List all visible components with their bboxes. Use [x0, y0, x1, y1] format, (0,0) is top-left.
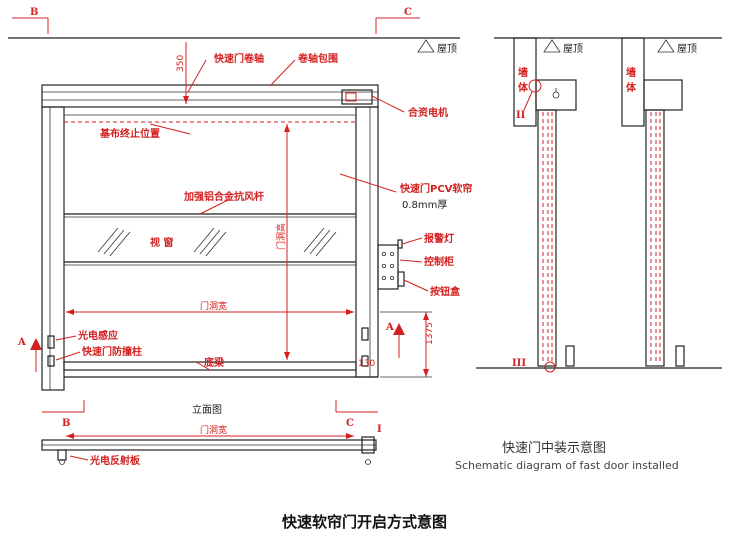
ceiling-triangle-icon — [417, 39, 435, 53]
label-bumper: 快速门防撞柱 — [81, 345, 142, 358]
section-roman2: II — [516, 110, 526, 121]
elevation-caption: 立面图 — [192, 403, 222, 416]
wall-label-2a: 墙 — [626, 66, 636, 79]
footer-title: 快速软帘门开启方式意图 — [281, 513, 447, 531]
label-wind-bar: 加强铝合金抗风杆 — [183, 190, 264, 203]
label-button-box: 按钮盒 — [430, 285, 461, 298]
door-height-text: 门洞高 — [275, 223, 287, 250]
sensor-box — [47, 335, 55, 349]
guide-rail-1 — [537, 109, 557, 367]
dim-130: 130 — [358, 359, 375, 369]
ceiling-triangle-icon-1 — [543, 39, 561, 53]
wall-left-2 — [621, 37, 645, 127]
panel-title-cn: 快速门中装示意图 — [502, 441, 607, 456]
section-3-circle — [544, 361, 556, 373]
panel-title-en: Schematic diagram of fast door installed — [455, 459, 679, 472]
right-column — [355, 106, 379, 378]
section-a-right: A — [385, 322, 394, 333]
label-window: 视 窗 — [150, 236, 173, 249]
label-axis-cover: 卷轴包围 — [297, 52, 338, 65]
label-alarm-light: 报警灯 — [424, 232, 454, 245]
ceiling-label-2: 屋顶 — [677, 43, 697, 55]
label-sensor: 光电感应 — [77, 329, 118, 342]
wall-label-2b: 体 — [626, 81, 637, 94]
front-elevation: B C 屋顶 — [8, 7, 472, 467]
section-2-circle — [528, 79, 542, 93]
dim-1375: 1375 — [425, 322, 435, 345]
section-c-bottom: C — [346, 418, 354, 429]
label-curtain: 快速门PCV软帘 — [399, 182, 472, 195]
section-b-top: B — [30, 7, 38, 18]
section-roman3: III — [512, 358, 526, 369]
wall-label-1a: 墙 — [518, 66, 528, 79]
ceiling-triangle-icon-2 — [657, 39, 675, 53]
ceiling-label-front: 屋顶 — [437, 43, 457, 55]
label-motor: 合资电机 — [407, 106, 448, 119]
button-box — [397, 271, 405, 287]
side-section: 屋顶 屋顶 墙 体 墙 体 II III — [476, 37, 722, 373]
ceiling-label-1: 屋顶 — [563, 43, 583, 55]
label-reflector: 光电反射板 — [89, 454, 141, 467]
label-thickness: 0.8mm厚 — [402, 199, 447, 211]
label-control-box: 控制柜 — [424, 255, 454, 268]
guide-rail-2 — [645, 109, 665, 367]
label-roll-axis: 快速门卷轴 — [213, 52, 264, 65]
control-box — [377, 244, 399, 290]
bumper-box — [47, 355, 55, 367]
label-bottom-beam: 底梁 — [204, 356, 225, 369]
left-column — [41, 106, 65, 391]
door-width-text: 门洞宽 — [200, 300, 227, 312]
window-hatch — [97, 227, 337, 257]
motor-housing-1 — [535, 79, 577, 111]
section-roman1: I — [377, 424, 382, 435]
dim-350: 350 — [176, 55, 186, 72]
plan-width-text: 门洞宽 — [200, 424, 227, 436]
section-a-left: A — [17, 337, 26, 348]
section-c-top: C — [404, 7, 412, 18]
section-b-bottom: B — [62, 418, 70, 429]
wall-label-1b: 体 — [518, 81, 529, 94]
motor-box — [341, 89, 373, 105]
label-stop-position: 基布终止位置 — [99, 127, 160, 140]
motor-housing-2 — [643, 79, 683, 111]
roll-box — [41, 84, 379, 108]
